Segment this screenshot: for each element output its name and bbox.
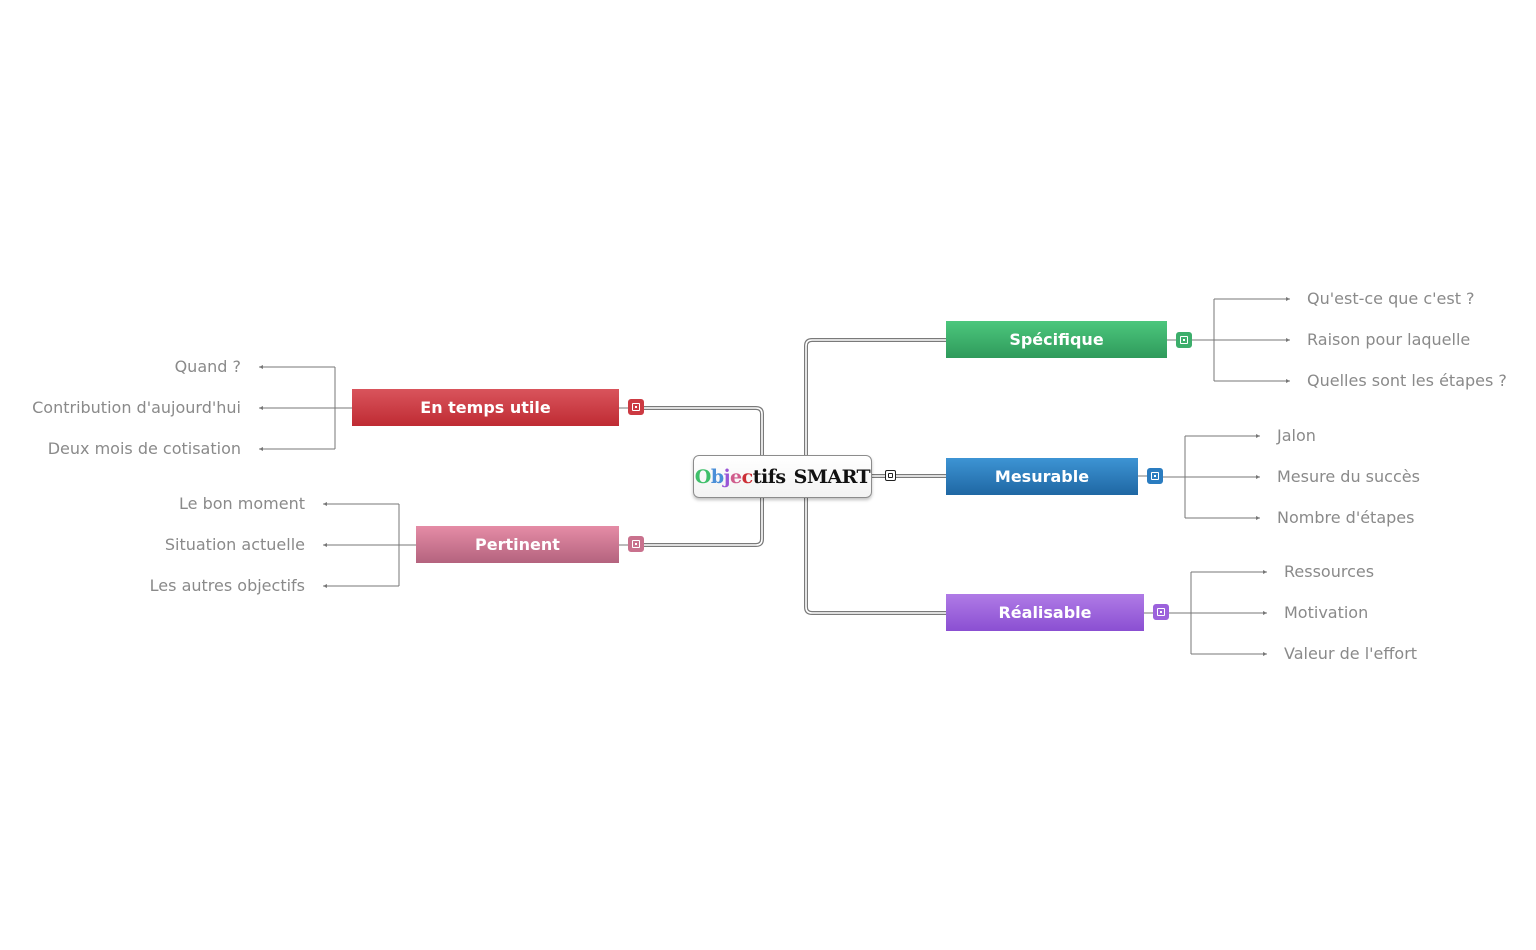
central-title-letter: j — [723, 465, 731, 488]
central-title-letter: f — [767, 465, 776, 488]
bracket-en-temps-utile-arrow — [259, 365, 263, 369]
central-title-letter: s — [775, 465, 786, 488]
central-title-word2: SMART — [793, 465, 871, 488]
bracket-realisable-arrow — [1263, 652, 1267, 656]
subtopic-raison-pour-laquelle[interactable]: Raison pour laquelle — [1307, 330, 1471, 349]
connector-realisable-inner — [805, 498, 946, 614]
subtopic-contribution-daujourdhui[interactable]: Contribution d'aujourd'hui — [32, 398, 241, 417]
specifique-collapse-icon[interactable] — [1176, 332, 1192, 348]
central-title-letter: O — [694, 465, 712, 488]
bracket-pertinent-arrow — [323, 502, 327, 506]
subtopic-deux-mois-de-cotisation[interactable]: Deux mois de cotisation — [47, 439, 241, 458]
bracket-realisable-arrow — [1263, 611, 1267, 615]
topic-mesurable[interactable]: Mesurable — [946, 458, 1138, 495]
bracket-specifique-arrow — [1286, 297, 1290, 301]
central-title-word1: Objectifs — [695, 466, 786, 488]
central-title-letter: t — [752, 465, 762, 488]
en-temps-utile-collapse-icon[interactable] — [628, 399, 644, 415]
connector-specifique-inner — [805, 339, 946, 455]
central-title-letter: i — [760, 465, 768, 488]
pertinent-collapse-icon[interactable] — [628, 536, 644, 552]
central-topic[interactable]: Objectifs SMART — [693, 455, 872, 498]
bracket-en-temps-utile-arrow — [259, 447, 263, 451]
topic-en-temps-utile[interactable]: En temps utile — [352, 389, 619, 426]
connector-en-temps-utile — [644, 406, 764, 455]
topic-specifique[interactable]: Spécifique — [946, 321, 1167, 358]
mesurable-collapse-icon[interactable] — [1147, 468, 1163, 484]
subtopic-jalon[interactable]: Jalon — [1277, 426, 1316, 445]
subtopic-le-bon-moment[interactable]: Le bon moment — [179, 494, 305, 513]
bracket-mesurable-arrow — [1256, 516, 1260, 520]
bracket-specifique-arrow — [1286, 338, 1290, 342]
subtopic-quelles-sont-les-etapes[interactable]: Quelles sont les étapes ? — [1307, 371, 1507, 390]
bracket-pertinent-arrow — [323, 543, 327, 547]
connector-pertinent-inner — [644, 498, 763, 546]
connector-realisable — [804, 498, 946, 615]
realisable-collapse-icon[interactable] — [1153, 604, 1169, 620]
connector-en-temps-utile-inner — [644, 407, 763, 455]
central-title-letter: e — [730, 465, 742, 488]
topic-pertinent[interactable]: Pertinent — [416, 526, 619, 563]
subtopic-nombre-detapes[interactable]: Nombre d'étapes — [1277, 508, 1415, 527]
subtopic-quand[interactable]: Quand ? — [174, 357, 241, 376]
subtopic-motivation[interactable]: Motivation — [1284, 603, 1369, 622]
central-collapse-icon[interactable] — [885, 470, 896, 481]
bracket-pertinent-arrow — [323, 584, 327, 588]
subtopic-les-autres-objectifs[interactable]: Les autres objectifs — [149, 576, 305, 595]
subtopic-quest-ce-que-cest[interactable]: Qu'est-ce que c'est ? — [1307, 289, 1475, 308]
subtopic-mesure-du-succes[interactable]: Mesure du succès — [1277, 467, 1420, 486]
subtopic-situation-actuelle[interactable]: Situation actuelle — [164, 535, 305, 554]
connector-pertinent — [644, 498, 764, 547]
bracket-mesurable-arrow — [1256, 475, 1260, 479]
topic-realisable[interactable]: Réalisable — [946, 594, 1144, 631]
bracket-specifique-arrow — [1286, 379, 1290, 383]
bracket-mesurable-arrow — [1256, 434, 1260, 438]
subtopic-valeur-de-leffort[interactable]: Valeur de l'effort — [1284, 644, 1418, 663]
bracket-realisable-arrow — [1263, 570, 1267, 574]
central-title-letter: c — [741, 465, 754, 488]
central-title-letter: b — [710, 465, 724, 488]
bracket-en-temps-utile-arrow — [259, 406, 263, 410]
subtopic-ressources[interactable]: Ressources — [1284, 562, 1375, 581]
connector-specifique — [804, 338, 946, 455]
